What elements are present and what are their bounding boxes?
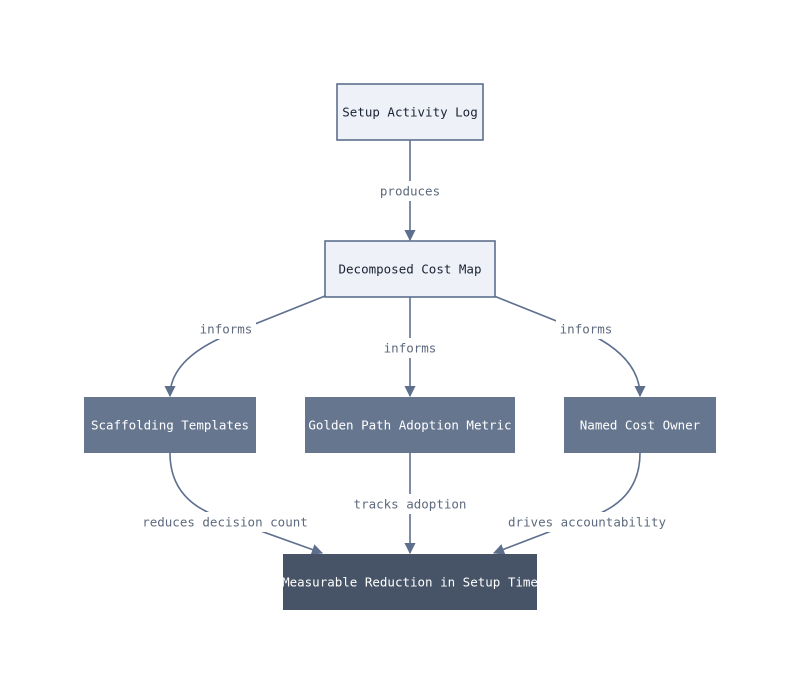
node-measurable-reduction-label: Measurable Reduction in Setup Time bbox=[282, 575, 538, 590]
edge-label-informs-left-text: informs bbox=[200, 322, 253, 337]
edge-informs-left bbox=[164, 295, 326, 398]
edge-label-tracks: tracks adoption bbox=[347, 494, 473, 514]
node-golden-path-adoption-metric: Golden Path Adoption Metric bbox=[305, 397, 515, 453]
node-setup-activity-log-label: Setup Activity Log bbox=[342, 105, 477, 120]
edge-label-tracks-text: tracks adoption bbox=[354, 497, 467, 512]
node-scaffolding-templates-label: Scaffolding Templates bbox=[91, 418, 249, 433]
node-named-cost-owner-label: Named Cost Owner bbox=[580, 418, 701, 433]
edge-label-drives: drives accountability bbox=[500, 512, 674, 532]
node-measurable-reduction: Measurable Reduction in Setup Time bbox=[282, 554, 538, 610]
node-decomposed-cost-map-label: Decomposed Cost Map bbox=[339, 262, 482, 277]
edge-label-informs-center: informs bbox=[380, 338, 440, 358]
edge-label-produces-text: produces bbox=[380, 184, 440, 199]
node-scaffolding-templates: Scaffolding Templates bbox=[84, 397, 256, 453]
edge-label-informs-left: informs bbox=[196, 319, 256, 339]
edge-label-reduces-text: reduces decision count bbox=[142, 515, 308, 530]
edge-labels: produces informs informs informs reduces… bbox=[135, 181, 674, 532]
edge-label-produces: produces bbox=[376, 181, 444, 201]
nodes: Setup Activity Log Decomposed Cost Map S… bbox=[84, 83, 716, 610]
edge-label-informs-center-text: informs bbox=[384, 341, 437, 356]
node-golden-path-adoption-metric-label: Golden Path Adoption Metric bbox=[308, 418, 511, 433]
edge-label-informs-right-text: informs bbox=[560, 322, 613, 337]
edge-drives bbox=[492, 452, 641, 555]
edge-reduces bbox=[169, 452, 324, 555]
node-setup-activity-log: Setup Activity Log bbox=[336, 83, 484, 141]
edge-label-drives-text: drives accountability bbox=[508, 515, 667, 530]
edge-label-informs-right: informs bbox=[556, 319, 616, 339]
node-named-cost-owner: Named Cost Owner bbox=[564, 397, 716, 453]
node-decomposed-cost-map: Decomposed Cost Map bbox=[324, 240, 496, 298]
edge-label-reduces: reduces decision count bbox=[135, 512, 315, 532]
edge-informs-right bbox=[493, 295, 646, 398]
